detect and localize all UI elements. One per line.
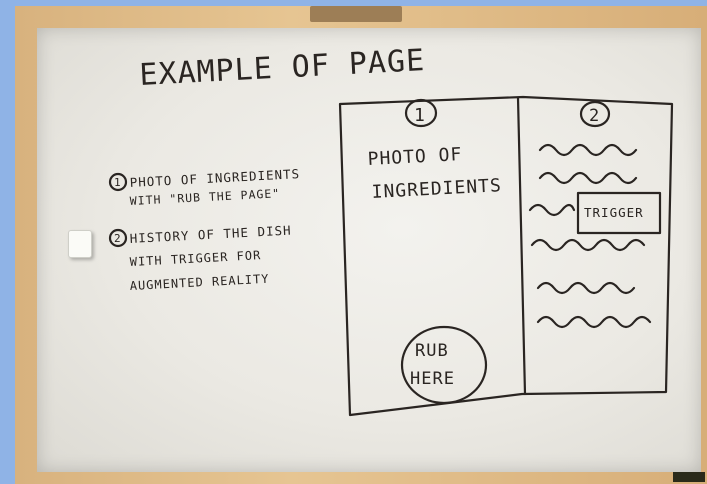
- note-2-line-1: HISTORY OF THE DISH: [129, 223, 292, 246]
- corner-logo: [673, 472, 705, 482]
- whiteboard-frame: [15, 6, 707, 484]
- rub-text-2: HERE: [410, 369, 455, 389]
- whiteboard-magnet: [68, 230, 92, 258]
- frame-clip: [310, 6, 402, 22]
- note-1-line-2: WITH "RUB THE PAGE": [129, 186, 280, 208]
- panel-2-number: 2: [589, 106, 600, 126]
- rub-here-circle: [400, 325, 488, 405]
- note-2-number: 2: [114, 232, 122, 245]
- squiggle-line: [538, 143, 638, 157]
- note-2-line-2: WITH TRIGGER FOR: [129, 248, 261, 269]
- board-title: EXAMPLE OF PAGE: [139, 43, 426, 93]
- squiggle-line: [536, 281, 636, 295]
- note-2-line-3: AUGMENTED REALITY: [129, 272, 269, 293]
- panel-1-number: 1: [414, 105, 426, 126]
- panel-1-text-1: PHOTO OF: [367, 144, 463, 170]
- trigger-label: TRIGGER: [584, 205, 644, 220]
- squiggle-line: [530, 238, 646, 252]
- note-1-number: 1: [114, 176, 122, 189]
- note-2: 2 HISTORY OF THE DISH WITH TRIGGER FOR A…: [108, 223, 292, 293]
- panel-2: 2 TRIGGER: [528, 100, 662, 329]
- panel-1: 1 PHOTO OF INGREDIENTS RUB HERE: [367, 98, 502, 405]
- page-sketch: [338, 95, 674, 417]
- rub-text-1: RUB: [415, 341, 449, 361]
- squiggle-line: [528, 203, 576, 217]
- note-1: 1 PHOTO OF INGREDIENTS WITH "RUB THE PAG…: [108, 166, 300, 208]
- panel-1-text-2: INGREDIENTS: [371, 175, 502, 203]
- squiggle-line: [538, 171, 638, 185]
- squiggle-line: [536, 315, 652, 329]
- trigger-box: [576, 191, 662, 235]
